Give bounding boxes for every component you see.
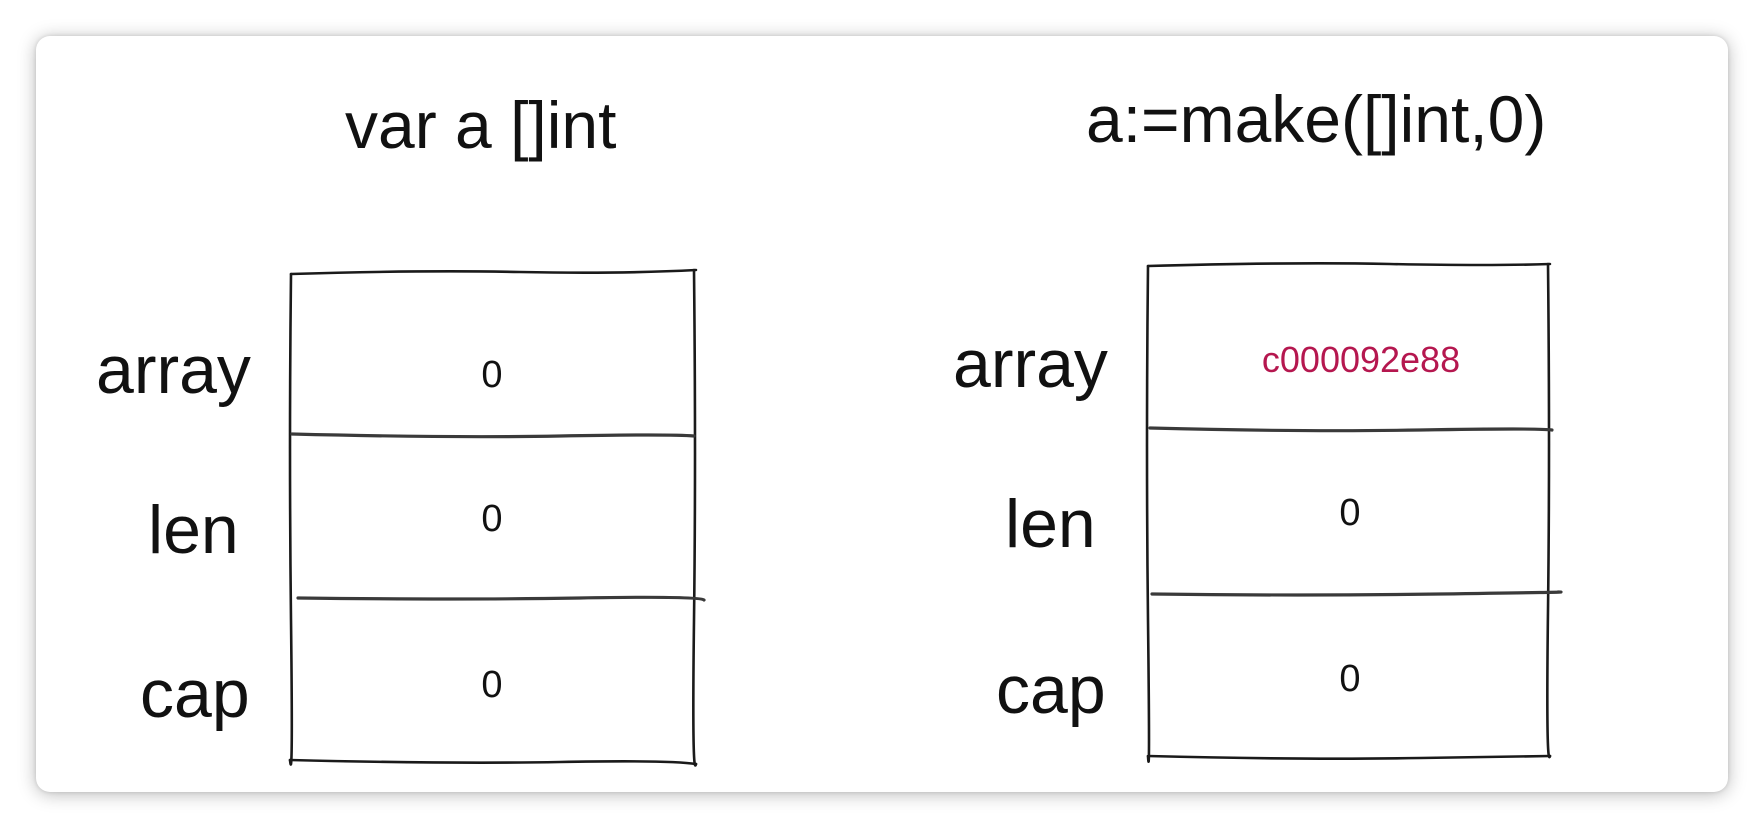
left-box-top xyxy=(289,268,698,276)
left-struct-box xyxy=(288,268,706,767)
left-label-cap: cap xyxy=(140,656,250,732)
left-value-len: 0 xyxy=(481,498,503,540)
right-box-left xyxy=(1145,264,1151,763)
left-label-array: array xyxy=(96,332,251,408)
left-title: var a []int xyxy=(345,88,617,162)
right-box-top xyxy=(1146,262,1552,268)
right-label-len: len xyxy=(1005,486,1096,562)
left-value-cap: 0 xyxy=(481,664,503,706)
right-box-bottom xyxy=(1146,754,1552,760)
right-value-cap: 0 xyxy=(1339,658,1361,700)
right-value-len: 0 xyxy=(1339,492,1361,534)
left-divider-2 xyxy=(296,595,706,602)
right-box-right xyxy=(1546,262,1552,759)
left-label-len: len xyxy=(148,492,239,568)
diagram-frame xyxy=(36,36,1728,792)
right-value-array: c000092e88 xyxy=(1261,339,1461,380)
right-label-cap: cap xyxy=(996,652,1106,728)
right-divider-1 xyxy=(1148,426,1554,433)
right-divider-2 xyxy=(1150,590,1563,597)
right-label-array: array xyxy=(953,326,1108,402)
left-box-bottom xyxy=(288,758,698,766)
left-divider-1 xyxy=(290,432,696,439)
right-struct-box xyxy=(1145,262,1563,763)
left-box-left xyxy=(288,272,294,766)
left-value-array: 0 xyxy=(481,354,503,396)
right-title: a:=make([]int,0) xyxy=(1086,82,1547,156)
left-box-right xyxy=(692,268,698,767)
